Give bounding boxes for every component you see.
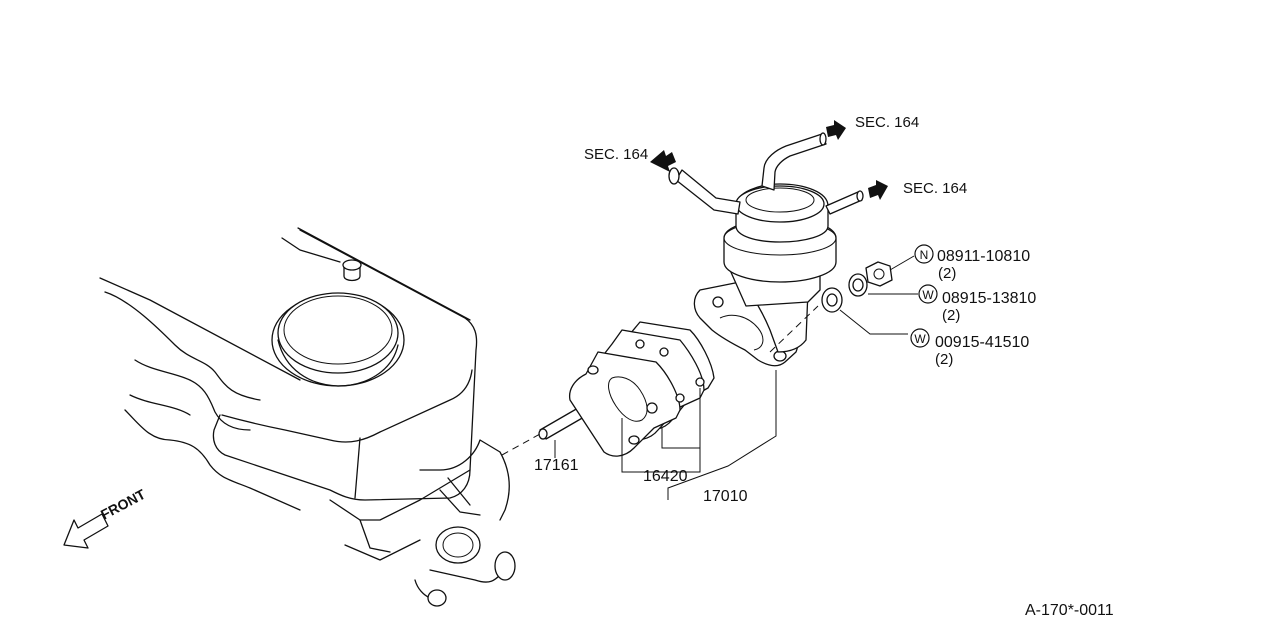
front-label: FRONT <box>98 486 148 523</box>
qty-plain-washer: (2) <box>935 351 953 368</box>
assembly-line-stud <box>501 433 541 456</box>
engine-head <box>99 227 516 607</box>
leader-plain-washer <box>839 309 908 335</box>
qty-lock-washer: (2) <box>942 307 960 324</box>
nut-08911-10810 <box>865 261 893 287</box>
symbol-w-icon: W <box>910 328 930 348</box>
svg-text:W: W <box>922 288 934 302</box>
part-number-fuel-pump: 17010 <box>703 488 748 505</box>
qty-nut: (2) <box>938 265 956 282</box>
plain-washer-00915-41510 <box>821 287 843 313</box>
svg-text:N: N <box>920 248 929 262</box>
bracket-17010 <box>667 370 777 500</box>
bracket-16420-b <box>661 428 700 449</box>
svg-text:W: W <box>914 332 926 346</box>
lock-washer-08915-13810 <box>848 273 868 297</box>
gasket-set-16420 <box>568 321 715 457</box>
fuel-pump-17010 <box>668 132 864 367</box>
sec-164-right: SEC. 164 <box>903 180 967 197</box>
arrow-to-sec164-left-icon <box>650 150 676 172</box>
part-number-nut: 08911-10810 <box>937 248 1030 265</box>
symbol-w-icon: W <box>918 284 938 304</box>
bracket-16420-a <box>621 388 701 473</box>
front-arrow-icon <box>63 513 109 549</box>
sec-164-left: SEC. 164 <box>584 146 648 163</box>
drawing-code: A-170*-0011 <box>1025 602 1114 619</box>
part-number-gaskets: 16420 <box>643 468 688 485</box>
symbol-n-icon: N <box>914 244 934 264</box>
leader-nut <box>889 255 915 271</box>
part-number-lock-washer: 08915-13810 <box>942 290 1036 307</box>
sec-164-top: SEC. 164 <box>855 114 919 131</box>
part-number-plain-washer: 00915-41510 <box>935 334 1029 351</box>
part-number-stud: 17161 <box>534 457 579 474</box>
arrow-to-sec164-top-icon <box>826 120 846 140</box>
arrow-to-sec164-right-icon <box>868 180 888 200</box>
